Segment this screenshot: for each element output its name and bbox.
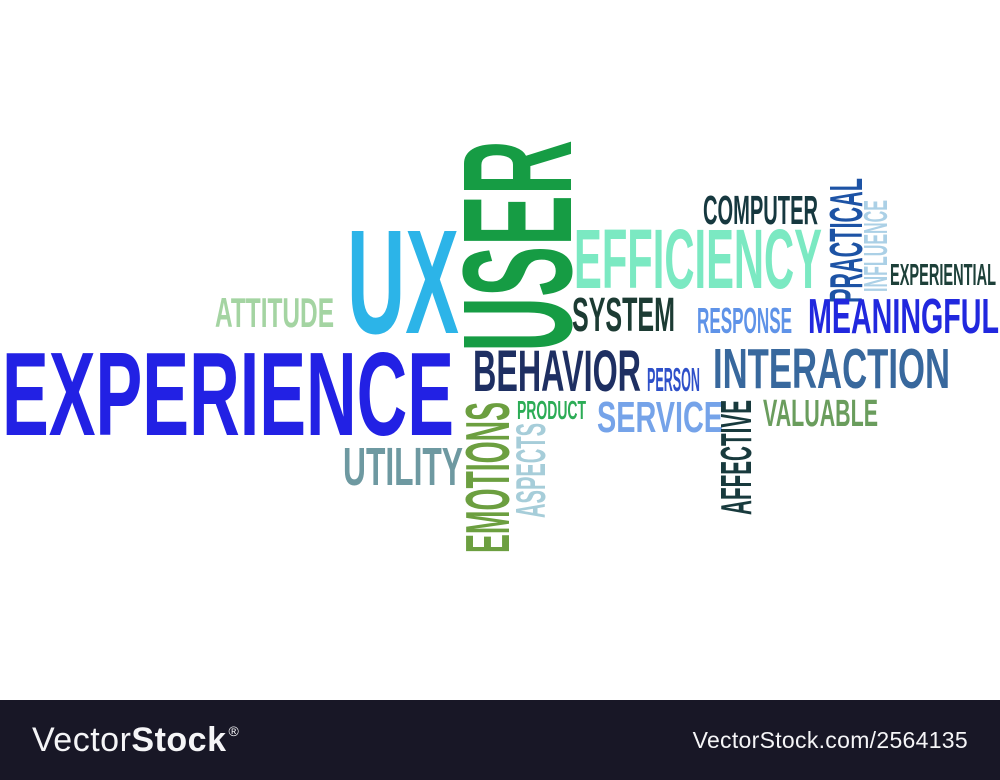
word-behavior: BEHAVIOR [473,338,642,404]
word-meaningful: MEANINGFUL [808,289,1000,345]
word-attitude: ATTITUDE [215,289,335,337]
word-interaction: INTERACTION [713,337,951,401]
word-ux: UX [347,200,460,366]
word-aspects: ASPECTS [507,422,555,518]
word-computer: COMPUTER [703,187,819,234]
word-experience: EXPERIENCE [2,327,455,461]
word-efficiency: EFFICIENCY [574,211,823,306]
word-experiential: EXPERIENTIAL [890,258,997,293]
word-system: SYSTEM [572,289,676,343]
word-product: PRODUCT [517,394,587,425]
word-response: RESPONSE [697,300,793,342]
word-service: SERVICE [597,394,724,443]
word-utility: UTILITY [343,437,464,498]
word-affective: AFFECTIVE [713,399,762,515]
watermark-url: VectorStock.com/2564135 [692,726,968,753]
registered-trademark-symbol: ® [228,722,240,739]
word-valuable: VALUABLE [763,392,879,435]
brand-light-text: Vector [32,720,132,759]
word-influence: INFLUENCE [857,199,895,292]
brand-bold-text: Stock [131,720,227,759]
word-person: PERSON [647,361,701,399]
